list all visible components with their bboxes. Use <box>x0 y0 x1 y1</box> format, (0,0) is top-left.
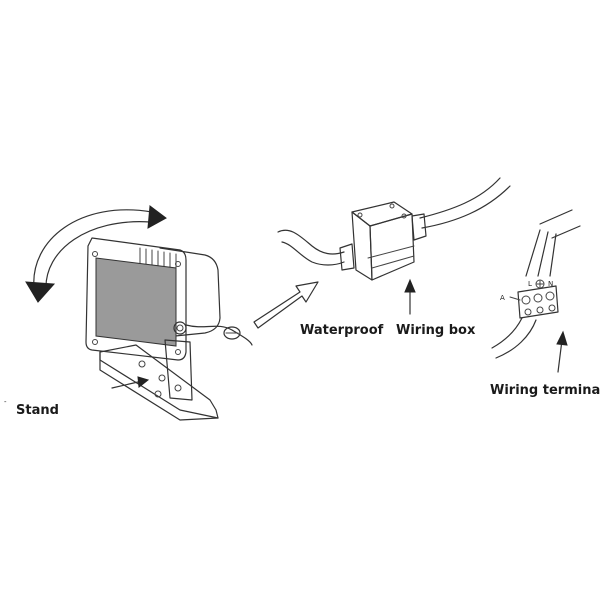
terminal-l-label: L <box>528 280 532 288</box>
waterproof-label: Waterproof <box>300 323 384 338</box>
rotation-arrow <box>25 205 167 303</box>
connection-arrow <box>253 281 319 329</box>
stand-label: Stand <box>16 403 59 418</box>
floodlight-glass <box>95 257 177 347</box>
wiring-box-label: Wiring box <box>396 323 476 338</box>
terminal-n-label: N <box>548 280 553 288</box>
wiring-box-arrow <box>404 278 416 315</box>
wiring-terminal-label: Wiring terminal <box>490 383 600 398</box>
stand-bracket <box>99 339 219 421</box>
wiring-box <box>277 177 511 281</box>
floodlight <box>85 237 253 361</box>
wiring-terminal <box>491 209 581 359</box>
wiring-terminal-arrow <box>556 330 568 373</box>
terminal-a-label: A <box>500 294 505 302</box>
stand-mark: - <box>4 398 7 406</box>
stand-arrow <box>111 376 150 389</box>
